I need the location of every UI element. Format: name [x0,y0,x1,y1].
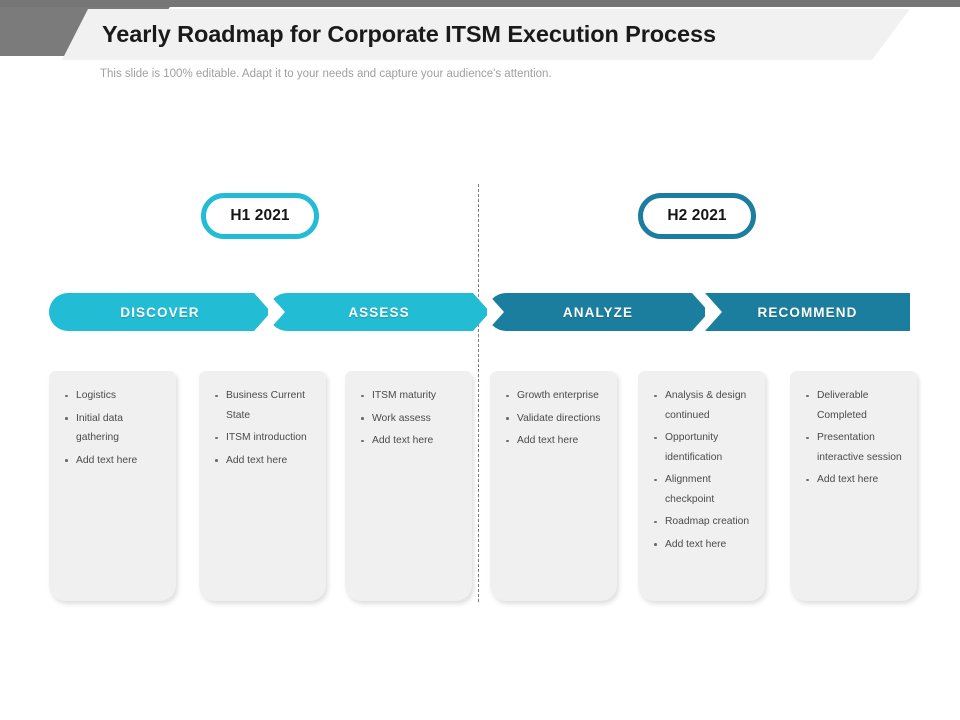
bullet-item: Add text here [206,451,318,471]
bullet-item: Alignment checkpoint [645,470,757,509]
chevron-arrow-point [692,293,709,331]
chevron-round-cap [705,293,910,331]
bullet-item: Logistics [56,386,168,406]
phase-chevron-label: ASSESS [348,304,410,320]
bullet-item: Business Current State [206,386,318,425]
chevron-arrow-point [254,293,271,331]
half-year-divider [478,184,479,602]
bullet-item: Add text here [497,431,609,451]
bullet-item: Add text here [645,535,757,555]
bullet-item: Deliverable Completed [797,386,909,425]
bullet-item: Analysis & design continued [645,386,757,425]
phase-chevron-band: DISCOVER ASSESS ANALYZE RECOMMEND [0,293,960,331]
bullet-item: Roadmap creation [645,512,757,532]
half-badge-h2[interactable]: H2 2021 [638,193,756,239]
phase-chevron-recommend[interactable]: RECOMMEND [705,293,910,331]
chevron-arrow-point [473,293,490,331]
page-title: Yearly Roadmap for Corporate ITSM Execut… [102,21,716,47]
bullet-item: Growth enterprise [497,386,609,406]
half-badge-h1-label: H1 2021 [230,207,290,224]
bullet-item: ITSM maturity [352,386,464,406]
phase-chevron-analyze[interactable]: ANALYZE [487,293,709,331]
page-subtitle: This slide is 100% editable. Adapt it to… [100,68,552,80]
chevron-body [49,293,254,331]
phase-chevron-label: ANALYZE [562,304,634,320]
bullet-item: Add text here [797,470,909,490]
chevron-notch [268,293,285,331]
bullet-item: Validate directions [497,409,609,429]
chevron-body [268,293,473,331]
header-banner [62,9,910,60]
bullet-item: Add text here [56,451,168,471]
phase-chevron-discover[interactable]: DISCOVER [49,293,271,331]
half-badge-h1[interactable]: H1 2021 [201,193,319,239]
chevron-notch [705,293,722,331]
bullet-item: Work assess [352,409,464,429]
phase-chevron-label: DISCOVER [120,304,200,320]
bullet-item: Presentation interactive session [797,428,909,467]
chevron-body [487,293,692,331]
phase-chevron-label: RECOMMEND [757,304,858,320]
chevron-notch [487,293,504,331]
bullet-item: Initial data gathering [56,409,168,448]
bullet-item: ITSM introduction [206,428,318,448]
half-badge-h2-label: H2 2021 [667,207,727,224]
bullet-item: Add text here [352,431,464,451]
top-accent-rule [0,0,960,7]
bullet-item: Opportunity identification [645,428,757,467]
phase-chevron-assess[interactable]: ASSESS [268,293,490,331]
